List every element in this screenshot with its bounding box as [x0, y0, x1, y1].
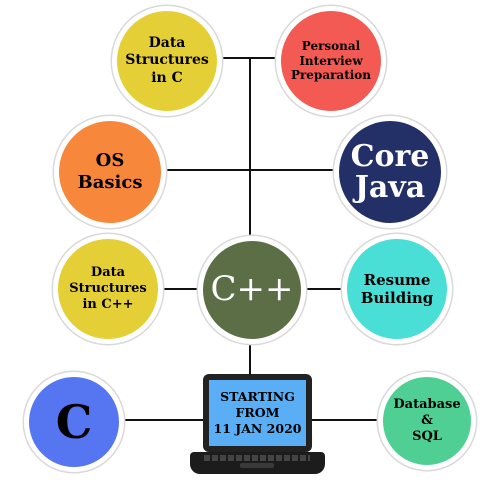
node-database-sql: Database & SQL	[378, 372, 476, 470]
laptop-keyboard	[204, 455, 310, 461]
node-core-java: Core Java	[334, 116, 446, 228]
laptop-screen: STARTING FROM 11 JAN 2020	[209, 380, 306, 446]
laptop-icon: STARTING FROM 11 JAN 2020	[203, 374, 312, 452]
node-personal-interview: Personal Interview Preparation	[276, 6, 386, 116]
node-resume-building: Resume Building	[342, 234, 452, 344]
node-label: Resume Building	[360, 270, 434, 307]
node-label: OS Basics	[77, 150, 143, 193]
node-label: C	[55, 394, 93, 449]
node-label: Database & SQL	[393, 397, 461, 444]
node-data-structures-c: Data Structures in C	[112, 6, 222, 116]
start-date-text: STARTING FROM 11 JAN 2020	[213, 388, 302, 437]
node-label: Data Structures in C++	[69, 265, 147, 312]
node-label: Data Structures in C	[125, 35, 209, 86]
node-data-structures-cpp: Data Structures in C++	[53, 234, 163, 344]
node-label: C++	[210, 269, 294, 310]
node-os-basics: OS Basics	[54, 116, 166, 228]
node-label: Core Java	[350, 138, 430, 205]
node-c: C	[24, 372, 124, 472]
node-label: Personal Interview Preparation	[290, 39, 372, 83]
node-cpp: C++	[198, 236, 306, 344]
laptop-trackpad	[240, 463, 274, 468]
